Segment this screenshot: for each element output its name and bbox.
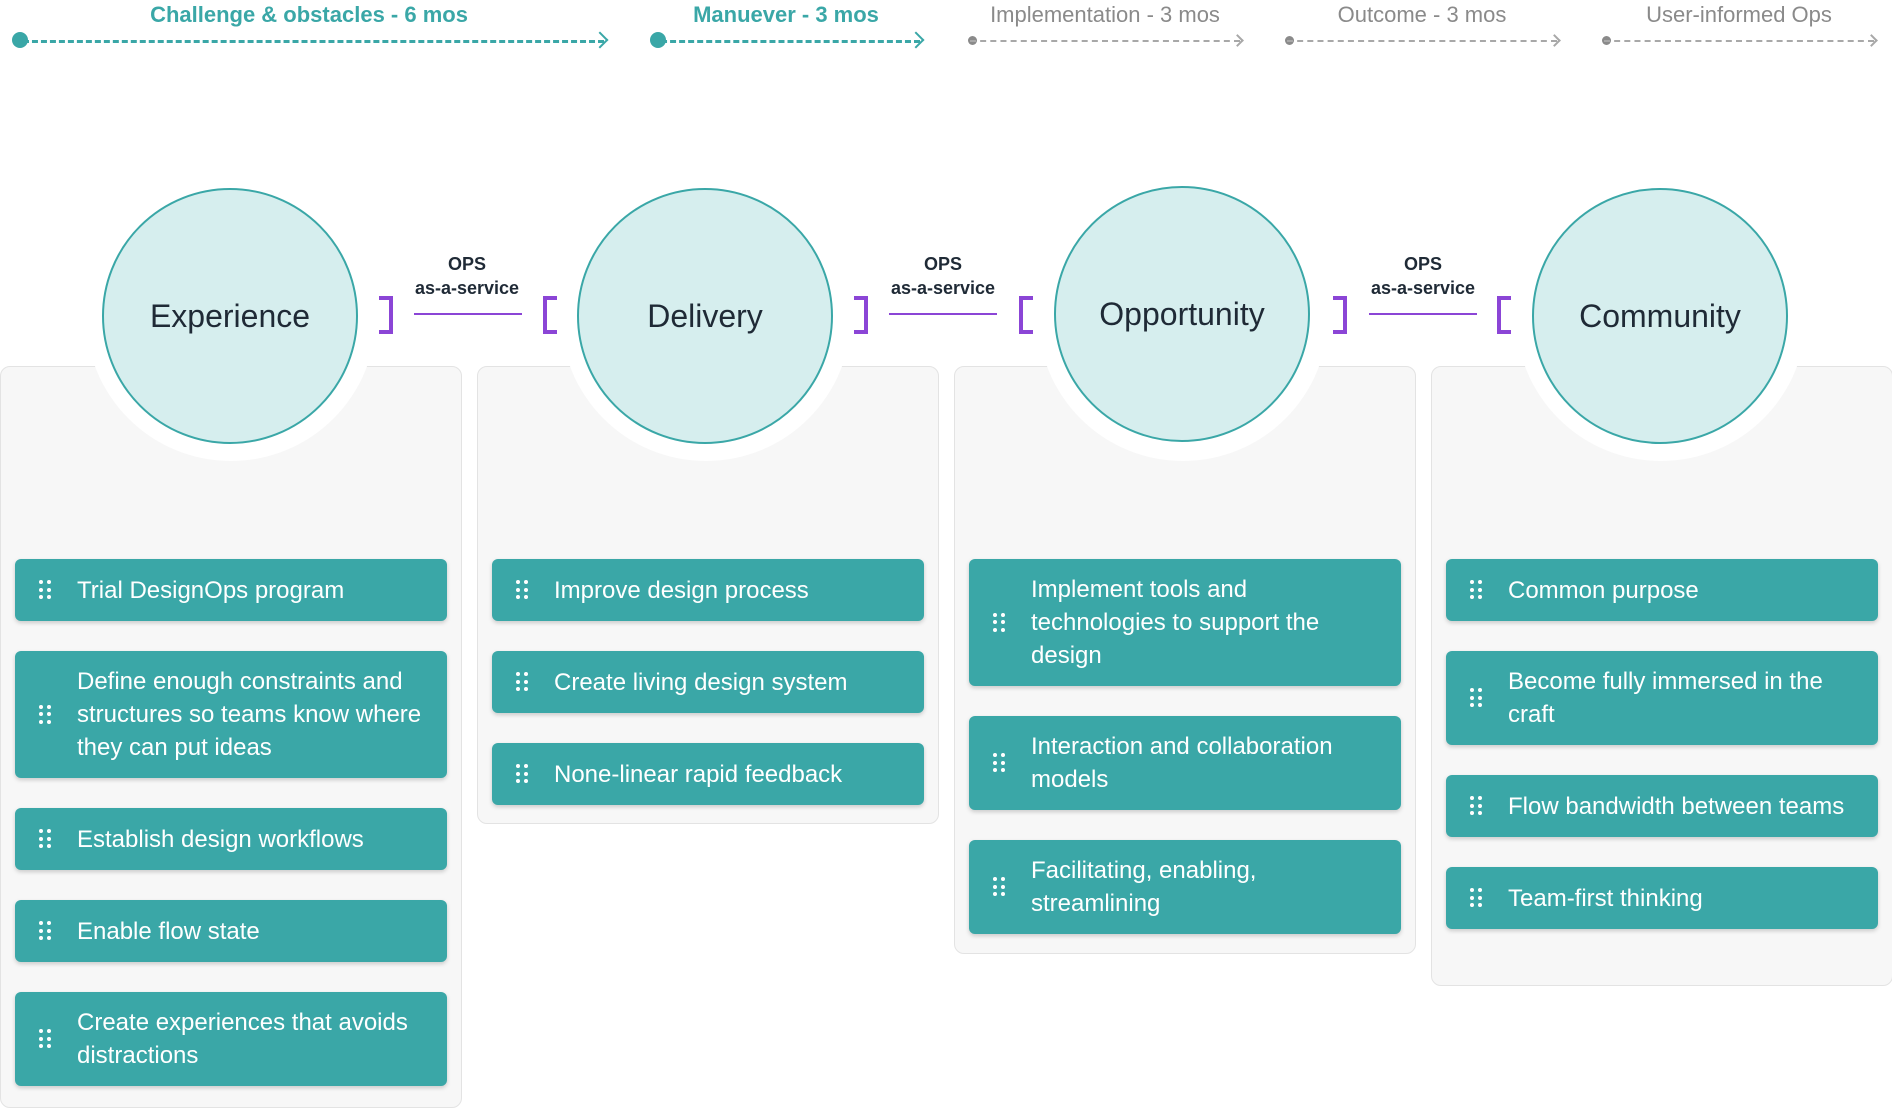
drag-handle-icon[interactable] (39, 704, 51, 725)
card-item[interactable]: Become fully immersed in the craft (1446, 651, 1878, 745)
column-community: Common purpose Become fully immersed in … (1431, 366, 1892, 986)
timeline-phase-label: User-informed Ops (1646, 2, 1832, 27)
column-experience: Trial DesignOps program Define enough co… (0, 366, 462, 1108)
connector-line (1369, 313, 1477, 315)
drag-handle-icon[interactable] (1470, 580, 1482, 600)
connector-line (414, 313, 522, 315)
card-item[interactable]: Define enough constraints and structures… (15, 651, 447, 778)
drag-handle-icon[interactable] (39, 580, 51, 600)
circle-opportunity: Opportunity (1054, 186, 1310, 442)
drag-handle-icon[interactable] (516, 580, 528, 600)
card-item[interactable]: Create experiences that avoids distracti… (15, 992, 447, 1086)
card-text: Create experiences that avoids distracti… (77, 1009, 408, 1069)
card-text: Become fully immersed in the craft (1508, 668, 1823, 728)
ops-label-line2: as-a-service (890, 278, 996, 298)
card-text: Interaction and collaboration models (1031, 733, 1333, 793)
card-text: Define enough constraints and structures… (77, 668, 422, 761)
circle-label: Opportunity (1099, 295, 1265, 332)
ops-label-line1: OPS (1403, 254, 1442, 274)
card-item[interactable]: Common purpose (1446, 559, 1878, 621)
circle-label: Community (1579, 297, 1741, 334)
card-list: Improve design process Create living des… (492, 559, 924, 835)
card-item[interactable]: Interaction and collaboration models (969, 716, 1401, 810)
arrow-right-icon (907, 31, 925, 49)
card-text: Improve design process (554, 576, 809, 604)
circle-label: Delivery (647, 297, 763, 334)
timeline-phase-label: Challenge & obstacles - 6 mos (150, 2, 468, 27)
bracket-open-icon (1019, 296, 1033, 334)
drag-handle-icon[interactable] (1470, 796, 1482, 816)
drag-handle-icon[interactable] (39, 1029, 51, 1049)
circle-community: Community (1532, 188, 1788, 444)
arrow-right-icon (1865, 34, 1878, 47)
card-item[interactable]: Flow bandwidth between teams (1446, 775, 1878, 837)
card-item[interactable]: Create living design system (492, 651, 924, 713)
timeline-dashed-line (1287, 40, 1557, 42)
card-text: Common purpose (1508, 576, 1699, 604)
ops-label: OPS as-a-service (883, 252, 1003, 300)
card-item[interactable]: Improve design process (492, 559, 924, 621)
card-text: Team-first thinking (1508, 884, 1703, 912)
card-text: Create living design system (554, 668, 848, 696)
card-text: Enable flow state (77, 917, 260, 945)
timeline-phase-outcome: Outcome - 3 mos (1285, 0, 1561, 60)
drag-handle-icon[interactable] (993, 877, 1005, 897)
drag-handle-icon[interactable] (39, 921, 51, 941)
card-list: Common purpose Become fully immersed in … (1446, 559, 1878, 959)
arrow-right-icon (591, 31, 609, 49)
timeline-dashed-line (1604, 40, 1874, 42)
timeline-dashed-line (14, 40, 604, 43)
card-text: Establish design workflows (77, 825, 364, 853)
timeline-phase-label: Outcome - 3 mos (1337, 2, 1507, 27)
card-text: Implement tools and technologies to supp… (1031, 576, 1320, 669)
drag-handle-icon[interactable] (39, 829, 51, 849)
column-opportunity: Implement tools and technologies to supp… (954, 366, 1416, 954)
ops-label-line2: as-a-service (1370, 278, 1476, 298)
drag-handle-icon[interactable] (993, 753, 1005, 773)
ops-label-line2: as-a-service (414, 278, 520, 298)
circle-delivery: Delivery (577, 188, 833, 444)
bracket-open-icon (1497, 296, 1511, 334)
timeline-phase-label: Implementation - 3 mos (990, 2, 1220, 27)
timeline-dashed-line (970, 40, 1240, 42)
ops-label-line1: OPS (923, 254, 962, 274)
arrow-right-icon (1548, 34, 1561, 47)
card-item[interactable]: Establish design workflows (15, 808, 447, 870)
timeline-phase-manuever: Manuever - 3 mos (650, 0, 925, 60)
card-item[interactable]: Enable flow state (15, 900, 447, 962)
ops-label: OPS as-a-service (407, 252, 527, 300)
bracket-close-icon (1333, 296, 1347, 334)
circle-experience: Experience (102, 188, 358, 444)
timeline-phase-user-informed-ops: User-informed Ops (1602, 0, 1878, 60)
timeline-dashed-line (652, 40, 920, 43)
card-list: Implement tools and technologies to supp… (969, 559, 1401, 964)
card-item[interactable]: Facilitating, enabling, streamlining (969, 840, 1401, 934)
bracket-close-icon (379, 296, 393, 334)
card-list: Trial DesignOps program Define enough co… (15, 559, 447, 1109)
ops-label-line1: OPS (447, 254, 486, 274)
bracket-close-icon (854, 296, 868, 334)
card-text: Trial DesignOps program (77, 576, 345, 604)
drag-handle-icon[interactable] (1470, 688, 1482, 708)
timeline-phase-challenge: Challenge & obstacles - 6 mos (12, 0, 609, 60)
connector-line (889, 313, 997, 315)
card-text: Facilitating, enabling, streamlining (1031, 857, 1257, 917)
card-item[interactable]: Implement tools and technologies to supp… (969, 559, 1401, 686)
drag-handle-icon[interactable] (516, 672, 528, 692)
bracket-open-icon (543, 296, 557, 334)
card-item[interactable]: Team-first thinking (1446, 867, 1878, 929)
card-text: None-linear rapid feedback (554, 760, 843, 788)
arrow-right-icon (1231, 34, 1244, 47)
circle-label: Experience (149, 297, 311, 334)
drag-handle-icon[interactable] (1470, 888, 1482, 908)
drag-handle-icon[interactable] (516, 764, 528, 784)
drag-handle-icon[interactable] (993, 612, 1005, 633)
card-item[interactable]: Trial DesignOps program (15, 559, 447, 621)
ops-label: OPS as-a-service (1363, 252, 1483, 300)
timeline-phase-label: Manuever - 3 mos (693, 2, 879, 27)
card-item[interactable]: None-linear rapid feedback (492, 743, 924, 805)
timeline-phase-implementation: Implementation - 3 mos (968, 0, 1244, 60)
card-text: Flow bandwidth between teams (1508, 792, 1845, 820)
